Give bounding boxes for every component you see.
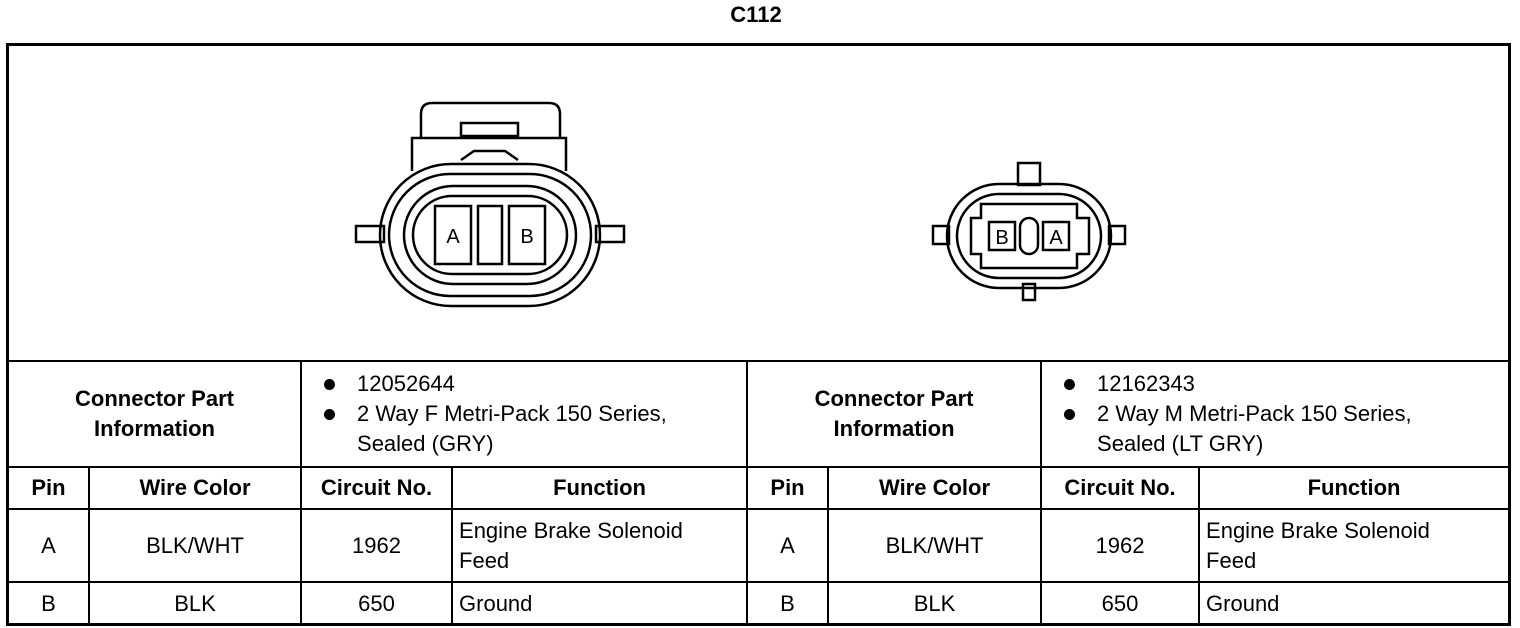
part-number: 12162343 xyxy=(1064,369,1508,399)
table-row: B BLK 650 Ground B BLK 650 Ground xyxy=(9,581,1509,624)
wire-color-cell: BLK xyxy=(827,581,1043,624)
connector-info-table: Connector Part Information 12052644 2 Wa… xyxy=(9,360,1509,624)
female-pin-b-label: B xyxy=(520,226,533,248)
pin-cell: A xyxy=(9,508,90,583)
male-connector-drawing xyxy=(931,161,1127,302)
header-function: Function xyxy=(451,466,749,510)
table-header-row: Pin Wire Color Circuit No. Function Pin … xyxy=(9,466,1509,510)
part-info-right: 12162343 2 Way M Metri-Pack 150 Series,S… xyxy=(1040,360,1509,468)
pin-cell: A xyxy=(746,508,830,583)
male-pin-a-label: A xyxy=(1049,227,1063,249)
circuit-cell: 1962 xyxy=(1040,508,1201,583)
part-number: 12052644 xyxy=(324,369,746,399)
circuit-cell: 650 xyxy=(300,581,454,624)
female-pin-a-label: A xyxy=(446,226,460,248)
header-circuit-no: Circuit No. xyxy=(1040,466,1201,510)
header-circuit-no: Circuit No. xyxy=(300,466,454,510)
male-pin-b-label: B xyxy=(995,227,1008,249)
bullet-icon xyxy=(1064,409,1076,420)
wire-color-cell: BLK/WHT xyxy=(827,508,1043,583)
part-info-label-left: Connector Part Information xyxy=(9,360,303,468)
function-cell: Ground xyxy=(451,581,749,624)
part-info-row: Connector Part Information 12052644 2 Wa… xyxy=(9,360,1509,468)
bullet-icon xyxy=(324,379,336,390)
header-function: Function xyxy=(1198,466,1509,510)
function-cell: Ground xyxy=(1198,581,1509,624)
part-info-left: 12052644 2 Way F Metri-Pack 150 Series,S… xyxy=(300,360,749,468)
part-description: 2 Way F Metri-Pack 150 Series,Sealed (GR… xyxy=(324,399,746,459)
circuit-cell: 650 xyxy=(1040,581,1201,624)
bullet-icon xyxy=(324,409,336,420)
part-description: 2 Way M Metri-Pack 150 Series,Sealed (LT… xyxy=(1064,399,1508,459)
pin-cell: B xyxy=(9,581,90,624)
wire-color-cell: BLK/WHT xyxy=(87,508,303,583)
bullet-icon xyxy=(1064,379,1076,390)
connector-frame: A B B A Connec xyxy=(6,43,1511,626)
header-pin: Pin xyxy=(9,466,90,510)
circuit-cell: 1962 xyxy=(300,508,454,583)
header-pin: Pin xyxy=(746,466,830,510)
header-wire-color: Wire Color xyxy=(87,466,303,510)
connector-title: C112 xyxy=(730,2,782,27)
wire-color-cell: BLK xyxy=(87,581,303,624)
part-info-label-right: Connector Part Information xyxy=(746,360,1043,468)
pin-cell: B xyxy=(746,581,830,624)
female-connector-drawing xyxy=(354,101,626,308)
connector-drawings: A B B A xyxy=(9,46,1508,360)
header-wire-color: Wire Color xyxy=(827,466,1043,510)
